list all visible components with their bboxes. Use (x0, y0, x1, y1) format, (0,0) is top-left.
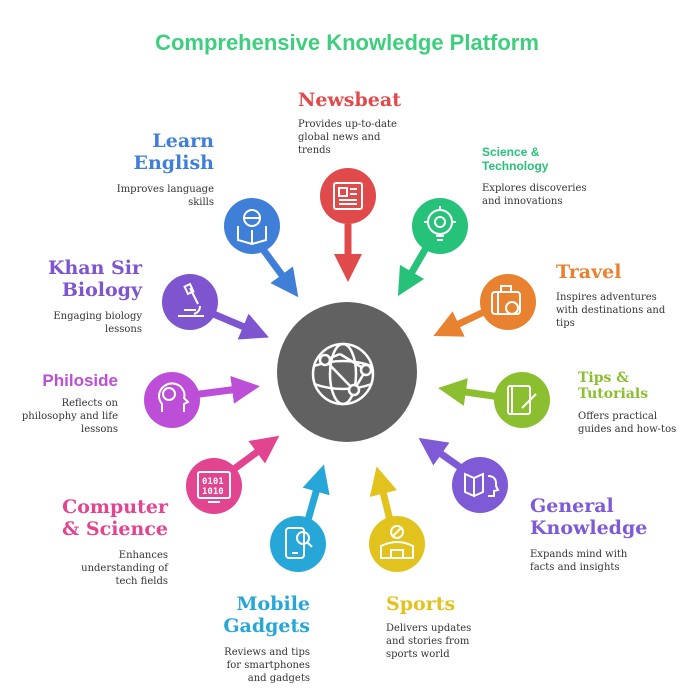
label-general: General Knowledge (530, 495, 648, 539)
label-khan: Khan Sir Biology (47, 257, 142, 301)
arrow-general (418, 437, 467, 473)
desc-english: Improves language skills (116, 184, 214, 208)
label-tips: Tips & Tutorials (578, 370, 649, 403)
arrow-tips (438, 378, 501, 406)
node-newsbeat (320, 168, 376, 224)
stadium-ball-icon (380, 525, 414, 559)
network-globe-icon (311, 342, 375, 406)
arrow-science (397, 246, 430, 297)
desc-mobile: Reviews and tips for smartphones and gad… (224, 647, 310, 684)
newspaper-icon (333, 182, 363, 210)
book-globe-icon (237, 209, 267, 246)
node-english (224, 198, 280, 254)
label-computer: Computer & Science (62, 496, 168, 540)
node-tips (494, 372, 550, 428)
desc-travel: Inspires adventures with destinations an… (556, 292, 666, 329)
arrow-computer (227, 435, 280, 475)
arrow-english (259, 245, 299, 298)
label-english: Learn English (133, 130, 214, 174)
desc-tips: Offers practical guides and how-tos (578, 411, 677, 435)
binary-row-2: 1010 (202, 487, 224, 497)
binary-row-1: 0101 (202, 477, 224, 487)
node-travel (480, 274, 536, 330)
desc-sports: Delivers updates and stories from sports… (386, 623, 472, 660)
arrow-philoside (191, 375, 260, 404)
desc-philoside: Reflects on philosophy and life lessons (21, 398, 118, 435)
label-travel: Travel (556, 261, 622, 283)
hub-circle (277, 302, 417, 442)
connectors (191, 224, 501, 521)
node-computer (186, 458, 242, 514)
thinking-head-icon (158, 382, 190, 412)
binary-text: 0101 1010 (202, 477, 224, 497)
label-science: Science & Technology (482, 145, 549, 173)
lightbulb-gear-icon (424, 206, 456, 241)
suitcase-icon (491, 285, 521, 315)
phone-search-icon (285, 527, 313, 559)
hub (277, 302, 417, 442)
desc-khan: Engaging biology lessons (53, 311, 142, 335)
node-philoside (144, 372, 200, 428)
desc-newsbeat: Provides up-to-date global news and tren… (298, 119, 397, 156)
arrow-travel (433, 306, 490, 337)
node-sports (369, 516, 425, 572)
microscope-icon (178, 282, 204, 317)
label-philoside: Philoside (42, 371, 118, 390)
label-newsbeat: Newsbeat (298, 89, 401, 111)
binary-screen-icon (197, 471, 231, 503)
book-head-icon (464, 472, 500, 498)
label-sports: Sports (386, 593, 456, 615)
node-science (412, 198, 468, 254)
node-mobile (270, 516, 326, 572)
page-title: Comprehensive Knowledge Platform (155, 30, 539, 55)
node-khan (162, 274, 218, 330)
notebook-pen-icon (507, 385, 537, 415)
arrow-sports (369, 466, 397, 521)
arrow-mobile (302, 464, 330, 521)
desc-computer: Enhances understanding of tech fields (81, 550, 168, 587)
label-mobile: Mobile Gadgets (223, 593, 310, 637)
node-general (452, 457, 508, 513)
desc-general: Expands mind with facts and insights (530, 549, 628, 573)
desc-science: Explores discoveries and innovations (482, 183, 587, 207)
